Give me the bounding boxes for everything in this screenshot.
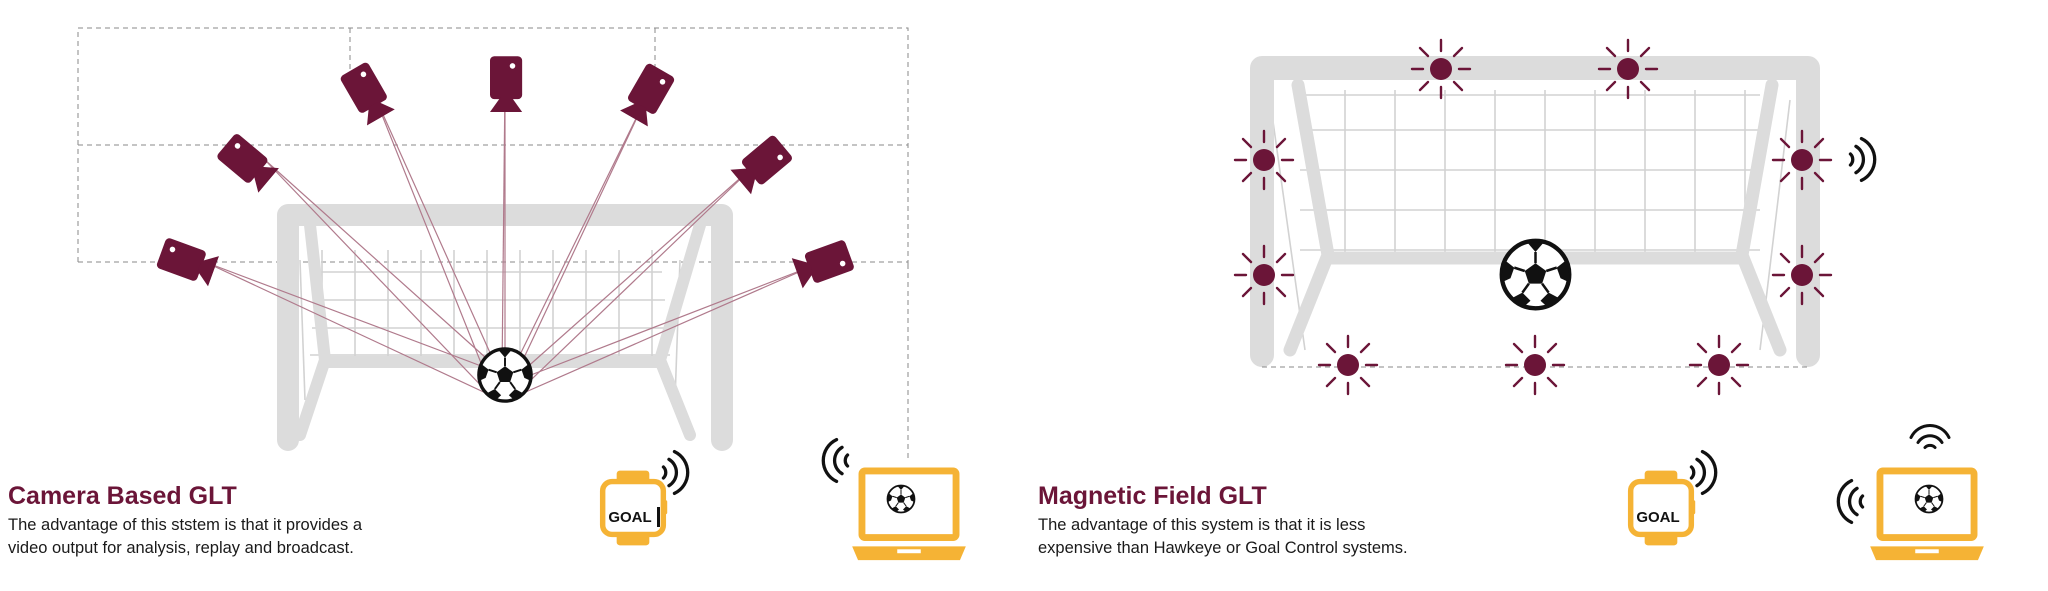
sensor-icon bbox=[1410, 38, 1472, 100]
sensor-icon bbox=[1688, 334, 1750, 396]
sensor-icon bbox=[1233, 244, 1295, 306]
magnetic-goal-frame bbox=[1250, 56, 1820, 367]
soccer-ball-icon bbox=[886, 484, 916, 514]
sensor-icon bbox=[1597, 38, 1659, 100]
wifi-signal-icon bbox=[1848, 136, 1877, 183]
camera-icon bbox=[490, 56, 523, 112]
soccer-ball-icon bbox=[1914, 484, 1944, 514]
sensor-icon bbox=[1233, 129, 1295, 191]
sensor-icon bbox=[1771, 244, 1833, 306]
magnetic-description-line: The advantage of this system is that it … bbox=[1038, 516, 1366, 534]
magnetic-description-line: expensive than Hawkeye or Goal Control s… bbox=[1038, 539, 1408, 557]
sensor-icon bbox=[1317, 334, 1379, 396]
watch-cursor-mark bbox=[657, 507, 660, 527]
camera-icon bbox=[791, 239, 856, 289]
wifi-signal-icon bbox=[821, 437, 850, 484]
magnetic-panel-title: Magnetic Field GLT bbox=[1038, 482, 1267, 510]
soccer-ball-icon bbox=[1502, 241, 1570, 309]
magnetic-panel-description: The advantage of this system is that it … bbox=[1038, 514, 1408, 560]
laptop-icon bbox=[852, 471, 966, 560]
magnetic-goal-net bbox=[1269, 90, 1791, 351]
camera-panel-title: Camera Based GLT bbox=[8, 482, 237, 510]
camera-icon bbox=[730, 133, 794, 195]
sensor-icon bbox=[1771, 129, 1833, 191]
wifi-signal-icon bbox=[1836, 478, 1865, 525]
camera-description-line: The advantage of this ststem is that it … bbox=[8, 516, 363, 534]
magnetic-panel-graphic bbox=[1233, 38, 1984, 560]
watch-label: GOAL bbox=[608, 509, 651, 526]
camera-icon bbox=[155, 237, 220, 287]
camera-icon bbox=[339, 61, 395, 126]
soccer-ball-icon bbox=[477, 347, 533, 403]
camera-sight-lines bbox=[204, 81, 816, 401]
wifi-signal-icon bbox=[1909, 423, 1951, 450]
camera-panel-graphic bbox=[77, 27, 966, 560]
smartwatch-icon bbox=[1631, 471, 1696, 546]
camera-icon bbox=[215, 132, 280, 193]
camera-icon bbox=[620, 62, 676, 127]
camera-description-line: video output for analysis, replay and br… bbox=[8, 539, 354, 557]
wifi-signal-icon bbox=[661, 449, 690, 496]
wifi-signal-icon bbox=[1689, 449, 1718, 496]
sensor-icon bbox=[1504, 334, 1566, 396]
laptop-icon bbox=[1870, 471, 1984, 560]
watch-label: GOAL bbox=[1636, 509, 1679, 526]
camera-panel-description: The advantage of this ststem is that it … bbox=[8, 514, 362, 560]
